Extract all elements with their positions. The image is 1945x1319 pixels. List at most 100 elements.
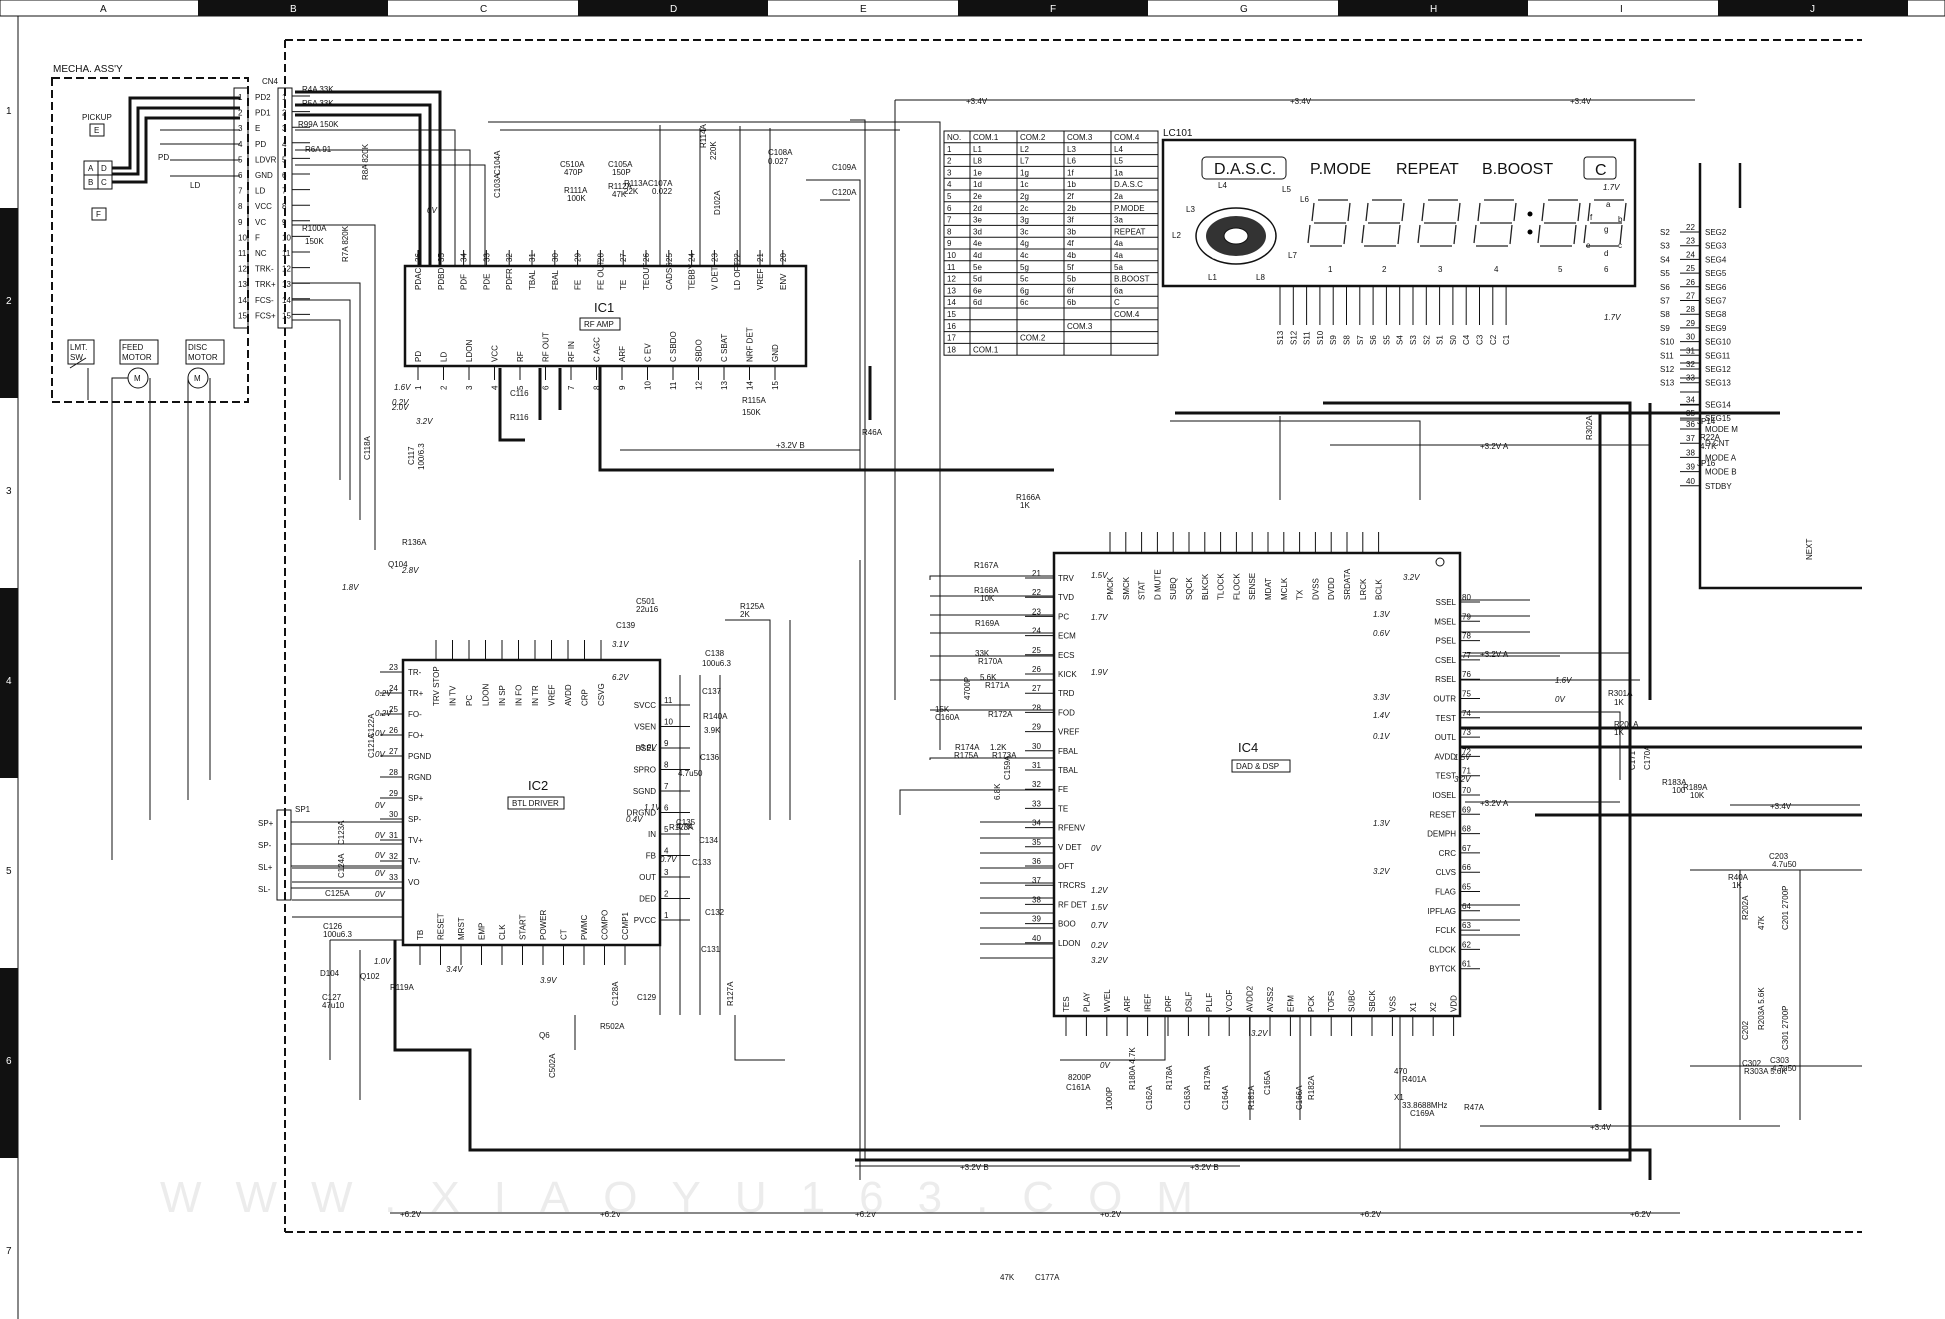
- ic4-dad-dsp: IC4 DAD & DSP TRV21TVD22PC23ECM24ECS25KI…: [1025, 532, 1480, 1036]
- ic1-pin-top: VREF: [756, 269, 765, 290]
- com-table-cell: 3a: [1114, 216, 1123, 225]
- ic4-pin-bottom: WVEL: [1103, 989, 1112, 1012]
- ic2-pin-left: SP+: [408, 794, 424, 803]
- part-label: 470: [1394, 1067, 1408, 1076]
- ic4-pin-right: OUTR: [1433, 695, 1456, 704]
- part-label: 1000P: [1105, 1087, 1114, 1110]
- part-label: R189A: [1683, 783, 1708, 792]
- com-table-cell: 4a: [1114, 251, 1123, 260]
- part-label: 150K: [742, 408, 761, 417]
- com-table-cell: 2a: [1114, 192, 1123, 201]
- ic4-pin-top: LRCK: [1359, 578, 1368, 600]
- part-label: R201A: [1614, 720, 1639, 729]
- ic4-pin-number: 75: [1462, 690, 1471, 699]
- com-table-cell: 5: [947, 192, 952, 201]
- com-table-cell: 5d: [973, 275, 982, 284]
- com-table-cell: 7: [947, 216, 952, 225]
- svg-text:M: M: [134, 374, 141, 383]
- part-label: 8200P: [1068, 1073, 1091, 1082]
- mcu-seg-signal: S7: [1660, 297, 1670, 306]
- part-label: C510A: [560, 160, 585, 169]
- com-table-cell: REPEAT: [1114, 227, 1146, 236]
- part-label: Q104: [388, 560, 408, 569]
- ic4-pin-right: RSEL: [1435, 675, 1456, 684]
- part-label: C129: [637, 993, 657, 1002]
- ic1-pin-bottom: C SBAT: [720, 334, 729, 362]
- com-table-cell: D.A.S.C: [1114, 180, 1143, 189]
- ic1-pin-number: 5: [516, 385, 525, 390]
- ic2-pin-bottom: COMPO: [601, 910, 610, 940]
- lcd-pin-signal: S6: [1369, 335, 1378, 345]
- part-label: 47K: [1757, 915, 1766, 930]
- lcd-lc101: LC101 D.A.S.C. P.MODE REPEAT B.BOOST C L…: [1161, 128, 1637, 345]
- rails: +3.4V +3.4V +3.4V +3.2V B +3.2V B +3.2V …: [390, 97, 1860, 1219]
- ic1-pin-top: ENV: [779, 273, 788, 290]
- ic2-pin-number: 9: [664, 739, 669, 748]
- com-table-cell: 6: [947, 204, 952, 213]
- ic4-pin-left: VREF: [1058, 728, 1079, 737]
- mcu-seg-signal: S11: [1660, 351, 1674, 360]
- mcu-seg-pin: SEG10: [1705, 338, 1731, 347]
- com-table-cell: 2d: [973, 204, 982, 213]
- voltage-label: 1.5V: [1454, 753, 1471, 762]
- sp-pin-name: SL+: [258, 863, 273, 872]
- com-table-cell: 5c: [1020, 275, 1028, 284]
- ic4-pin-number: 74: [1462, 709, 1471, 718]
- ic4-pin-number: 73: [1462, 728, 1471, 737]
- ic4-pin-right: CSEL: [1435, 656, 1456, 665]
- voltage-label: 1.7V: [1603, 183, 1620, 192]
- ic2-pin-top: CSVG: [597, 683, 606, 706]
- ic2-pin-top: CRP: [581, 689, 590, 706]
- ic4-name: DAD & DSP: [1236, 762, 1279, 771]
- part-label: R182A: [1307, 1075, 1316, 1100]
- ic2-pin-bottom: RESET: [437, 913, 446, 940]
- jp16-label: JP16: [1697, 459, 1716, 468]
- ic1-pin-top: PDE: [482, 274, 491, 290]
- voltage-label: 1.8V: [342, 583, 359, 592]
- lcd-pin-signal: C3: [1476, 334, 1485, 345]
- ic4-pin-left: LDON: [1058, 939, 1080, 948]
- cn4-pin-number: 13: [238, 280, 247, 289]
- ic2-pin-right: SVCC: [634, 701, 656, 710]
- part-label: C125A: [325, 889, 350, 898]
- ic4-pin-left: BOO: [1058, 920, 1076, 929]
- lcd-ref: LC101: [1163, 128, 1193, 139]
- lcd-digit: [1307, 199, 1351, 247]
- part-label: 0.022: [652, 187, 673, 196]
- part-label: 47u10: [322, 1001, 345, 1010]
- part-label: R140A: [703, 712, 728, 721]
- part-label: 1K: [1614, 698, 1624, 707]
- voltage-label: 1.7V: [1091, 613, 1108, 622]
- ic1-pin-bottom: C EV: [644, 343, 653, 362]
- ic1-pin-number: 26: [642, 253, 651, 262]
- ic2-pin-number: 10: [664, 718, 673, 727]
- part-label: R167A: [974, 561, 999, 570]
- mcu-seg-number: 26: [1686, 278, 1695, 287]
- ic4-pin-top: MCLK: [1280, 577, 1289, 600]
- ic4-pin-left: TBAL: [1058, 766, 1079, 775]
- ic4-pin-top: TLOCK: [1217, 573, 1226, 600]
- com-table-cell: 4d: [973, 251, 982, 260]
- lcd-digit-number: 2: [1382, 265, 1387, 274]
- ic2-pin-left: SP-: [408, 815, 422, 824]
- svg-text:M: M: [194, 374, 201, 383]
- part-label: R302A: [1585, 415, 1594, 440]
- svg-text:F: F: [96, 210, 101, 219]
- com-table-cell: 2f: [1067, 192, 1074, 201]
- ic1-pin-bottom: LD: [440, 352, 449, 362]
- cn4-pin-number-right: 10: [282, 233, 291, 242]
- mcu-seg-signal: S10: [1660, 338, 1675, 347]
- voltage-label: 0V: [375, 851, 385, 860]
- voltage-label: 1.5V: [1091, 571, 1108, 580]
- ic4-pin-number: 34: [1032, 819, 1041, 828]
- lcd-digit-number: 3: [1438, 265, 1443, 274]
- part-label: 100: [1672, 786, 1686, 795]
- ic1-pin-bottom: RF IN: [567, 341, 576, 362]
- ic1-pin-top: FE OUT: [596, 261, 605, 290]
- part-label: C131: [701, 945, 721, 954]
- part-label: R5A 33K: [302, 99, 334, 108]
- voltage-label: 3.4V: [446, 965, 463, 974]
- part-label: R119A: [390, 983, 415, 992]
